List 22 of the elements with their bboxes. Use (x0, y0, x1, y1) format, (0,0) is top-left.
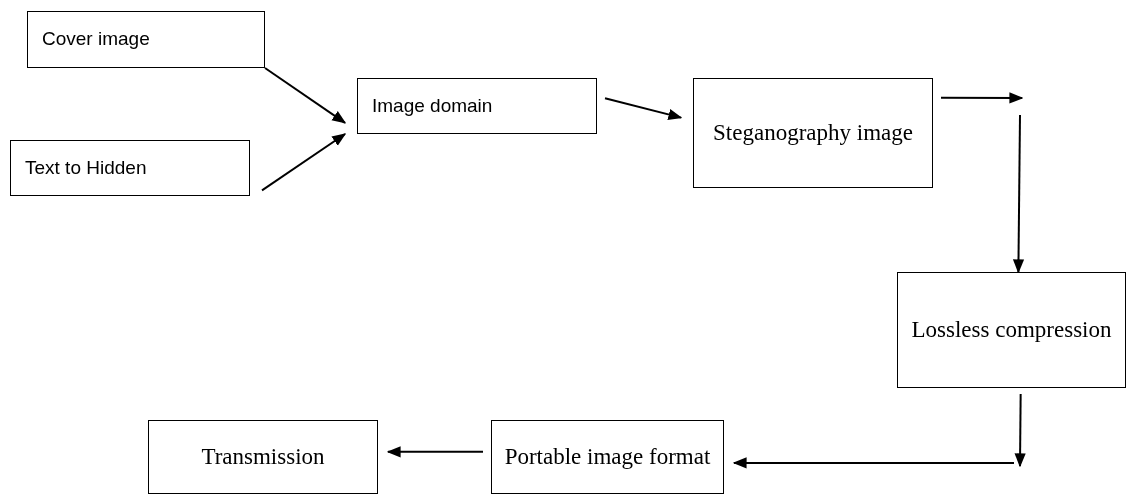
process-box (148, 420, 378, 494)
process-box (27, 11, 265, 68)
process-box (10, 140, 250, 196)
box-label: Lossless compression (911, 316, 1112, 345)
box-label: Transmission (201, 443, 325, 472)
arrow (264, 67, 347, 124)
arrow (1014, 393, 1026, 468)
box-label: Steganography image (713, 119, 913, 148)
process-box (357, 78, 597, 134)
process-box (693, 78, 933, 188)
arrow (386, 446, 484, 458)
box-label: Cover image (42, 27, 150, 52)
box-label: Image domain (372, 93, 493, 118)
arrow (261, 133, 347, 192)
process-box (897, 272, 1126, 388)
arrow (1012, 114, 1025, 274)
box-label: Portable image format (504, 443, 711, 472)
process-box (491, 420, 724, 494)
box-label: Text to Hidden (25, 155, 147, 180)
arrow (940, 92, 1024, 104)
arrow (604, 97, 683, 120)
arrow (732, 457, 1015, 469)
